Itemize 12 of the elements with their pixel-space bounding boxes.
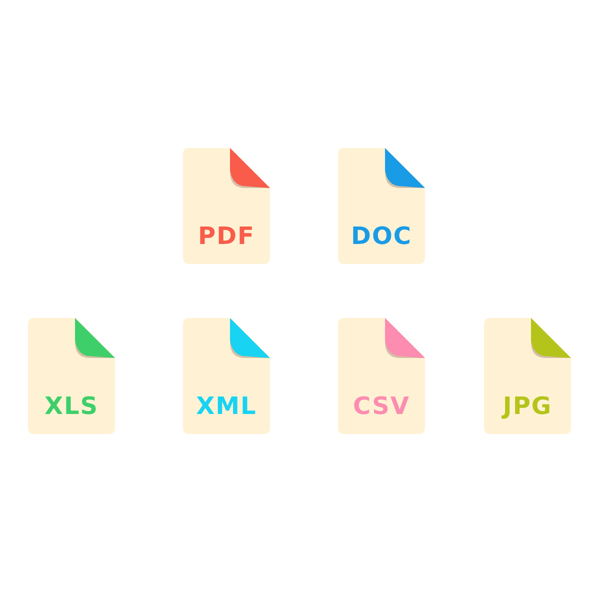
file-card xyxy=(484,318,571,434)
file-type-label: CSV xyxy=(352,392,411,420)
file-type-label: XML xyxy=(195,392,258,420)
file-card xyxy=(183,318,270,434)
file-card xyxy=(338,318,425,434)
file-card xyxy=(28,318,115,434)
file-type-label: PDF xyxy=(197,222,256,250)
file-type-label: XLS xyxy=(43,392,100,420)
file-card xyxy=(183,148,270,264)
file-type-label: DOC xyxy=(350,222,413,250)
file-type-label: JPG xyxy=(500,392,554,420)
file-card xyxy=(338,148,425,264)
